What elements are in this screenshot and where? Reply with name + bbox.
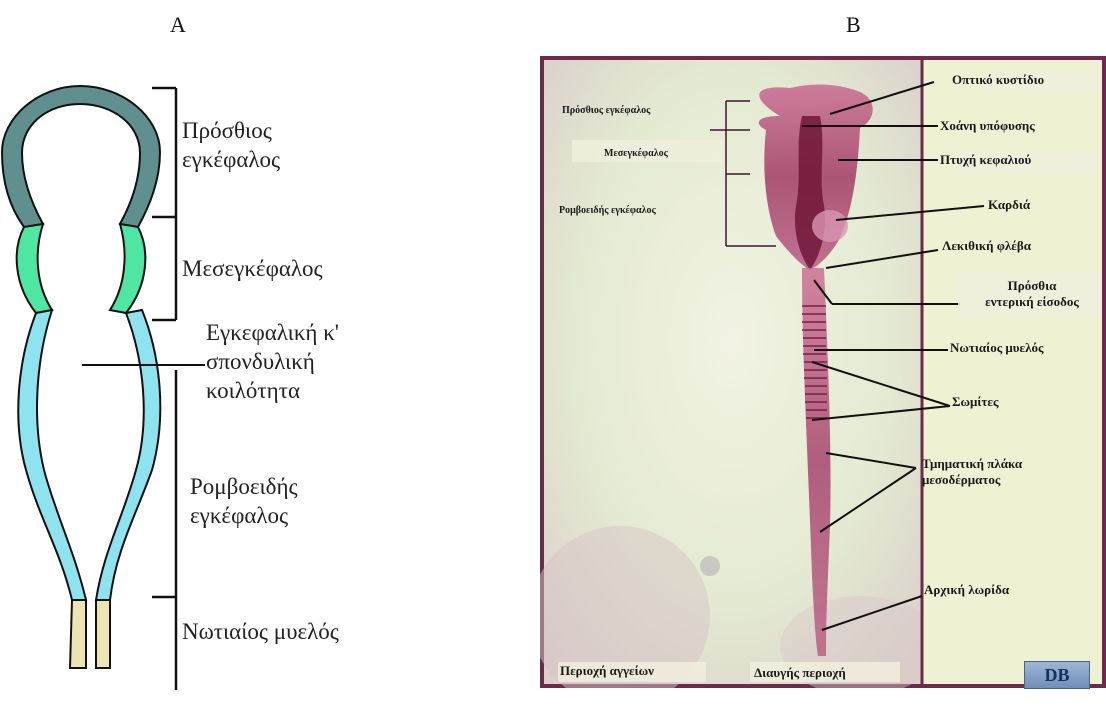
label-vitelline-vein: Λεκιθική φλέβα xyxy=(942,238,1031,254)
label-forebrain-line1: Πρόσθιος xyxy=(182,116,280,145)
label-hindbrain: Ρομβοειδής εγκέφαλος xyxy=(190,472,298,530)
label-anterior-intestinal-line1: Πρόσθια xyxy=(960,278,1104,294)
label-spinal: Νωτιαίος μυελός xyxy=(182,617,339,646)
label-b-hindbrain: Ρομβοειδής εγκέφαλος xyxy=(559,205,656,216)
hindbrain-wall-left xyxy=(18,310,86,600)
label-forebrain-line2: εγκέφαλος xyxy=(182,145,280,174)
db-online-logo: DB xyxy=(1024,661,1090,689)
embryo-micrograph-panel: Πρόσθιος εγκέφαλος Μεσεγκέφαλος Ρομβοειδ… xyxy=(540,56,1106,688)
label-canal-line3: κοιλότητα xyxy=(206,376,339,405)
spinal-wall-right xyxy=(96,600,110,668)
spinal-wall-left xyxy=(70,600,86,668)
label-spinal-cord: Νωτιαίος μυελός xyxy=(950,340,1043,356)
label-hindbrain-line2: εγκέφαλος xyxy=(190,501,298,530)
label-anterior-intestinal-line2: εντερική είσοδος xyxy=(960,294,1104,310)
label-hindbrain-line1: Ρομβοειδής xyxy=(190,472,298,501)
panel-b-letter: B xyxy=(846,12,861,38)
label-b-forebrain: Πρόσθιος εγκέφαλος xyxy=(562,105,650,116)
label-vascular-area: Περιοχή αγγείων xyxy=(560,663,654,679)
midbrain-wall-right xyxy=(110,224,145,313)
label-segmental-line2: μεσοδέρματος xyxy=(922,472,1022,488)
hindbrain-wall-right xyxy=(96,310,160,600)
label-somites: Σωμίτες xyxy=(952,394,998,410)
label-optic-vesicle: Οπτικό κυστίδιο xyxy=(952,72,1044,88)
forebrain-wall xyxy=(2,86,160,227)
label-pituitary: Χοάνη υπόφυσης xyxy=(940,118,1035,134)
label-segmental-line1: Τμηματική πλάκα xyxy=(922,456,1022,472)
label-midbrain: Μεσεγκέφαλος xyxy=(182,254,323,283)
midbrain-wall-left xyxy=(17,224,52,313)
label-pellucid-area: Διαυγής περιοχή xyxy=(754,665,846,681)
label-anterior-intestinal: Πρόσθια εντερική είσοδος xyxy=(960,278,1104,310)
label-b-midbrain: Μεσεγκέφαλος xyxy=(604,148,668,159)
label-canal: Εγκεφαλική κ' σπονδυλική κοιλότητα xyxy=(206,318,339,405)
label-head-fold: Πτυχή κεφαλιού xyxy=(940,152,1031,168)
label-primitive-streak: Αρχική λωρίδα xyxy=(924,582,1009,598)
label-heart: Καρδιά xyxy=(988,197,1030,213)
label-segmental-plate: Τμηματική πλάκα μεσοδέρματος xyxy=(922,456,1022,488)
db-logo-text: DB xyxy=(1044,665,1069,686)
label-forebrain: Πρόσθιος εγκέφαλος xyxy=(182,116,280,174)
label-canal-line1: Εγκεφαλική κ' xyxy=(206,318,339,347)
label-canal-line2: σπονδυλική xyxy=(206,347,339,376)
